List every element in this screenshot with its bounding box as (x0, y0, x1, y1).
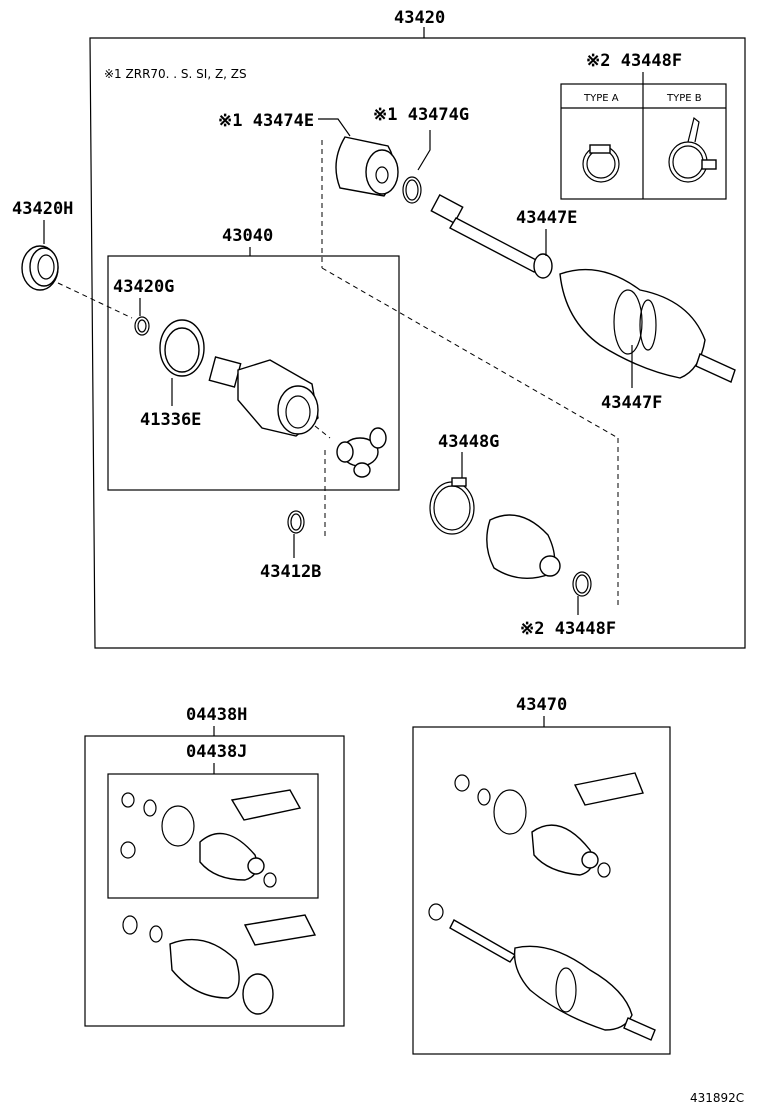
dust-seal-icon (21, 245, 59, 291)
label-snap-ring-g[interactable]: 43420G (113, 277, 174, 297)
label-clamp-bottom[interactable]: ※2 43448F (520, 619, 616, 639)
outboard-kit-box (412, 726, 671, 1055)
label-clamp-top[interactable]: ※2 43448F (586, 51, 682, 71)
clamp-type-b-icon (668, 116, 717, 183)
clamp-outer-g-icon (402, 176, 422, 204)
label-clamp-outer-g[interactable]: ※1 43474G (373, 105, 469, 125)
clamp-bottom-icon (572, 571, 592, 597)
tripod-joint-icon (336, 427, 387, 478)
clamp-type-a-icon (582, 144, 620, 183)
outboard-kit-parts-icon (428, 772, 656, 1041)
drive-shaft-icon (430, 194, 736, 383)
label-note: ※1 ZRR70. . S. SI, Z, ZS (104, 67, 247, 81)
kit-h-parts-icon (122, 914, 317, 1015)
label-snap-ring-b[interactable]: 43412B (260, 562, 321, 582)
label-clamp-447e[interactable]: 43447E (516, 208, 577, 228)
snap-ring-b-icon (287, 510, 305, 534)
label-bearing-ring[interactable]: 41336E (140, 410, 201, 430)
inboard-joint-box (107, 255, 400, 491)
label-dust-seal[interactable]: 43420H (12, 199, 73, 219)
main-assembly-box (89, 37, 746, 649)
label-inboard-joint[interactable]: 43040 (222, 226, 273, 246)
label-boot-447f[interactable]: 43447F (601, 393, 662, 413)
label-boot-outer-e[interactable]: ※1 43474E (218, 111, 314, 131)
label-diagram-code: 431892C (690, 1091, 744, 1105)
snap-ring-g-icon (134, 316, 150, 336)
kit-j-parts-icon (120, 789, 302, 888)
label-main-assembly[interactable]: 43420 (394, 8, 445, 28)
label-type-a: TYPE A (583, 93, 619, 104)
inner-boot-icon (486, 514, 561, 580)
label-boot-kit-h[interactable]: 04438H (186, 705, 247, 725)
label-boot-kit-j[interactable]: 04438J (186, 742, 247, 762)
boot-kit-h-box (84, 735, 345, 1027)
boot-kit-j-box (107, 773, 319, 899)
label-outboard-kit[interactable]: 43470 (516, 695, 567, 715)
label-type-b: TYPE B (666, 93, 702, 104)
label-clamp-448g[interactable]: 43448G (438, 432, 499, 452)
inboard-joint-housing-icon (208, 356, 319, 437)
bearing-ring-icon (159, 319, 205, 377)
outer-joint-housing-icon (335, 136, 399, 197)
clamp-448g-icon (429, 477, 475, 535)
